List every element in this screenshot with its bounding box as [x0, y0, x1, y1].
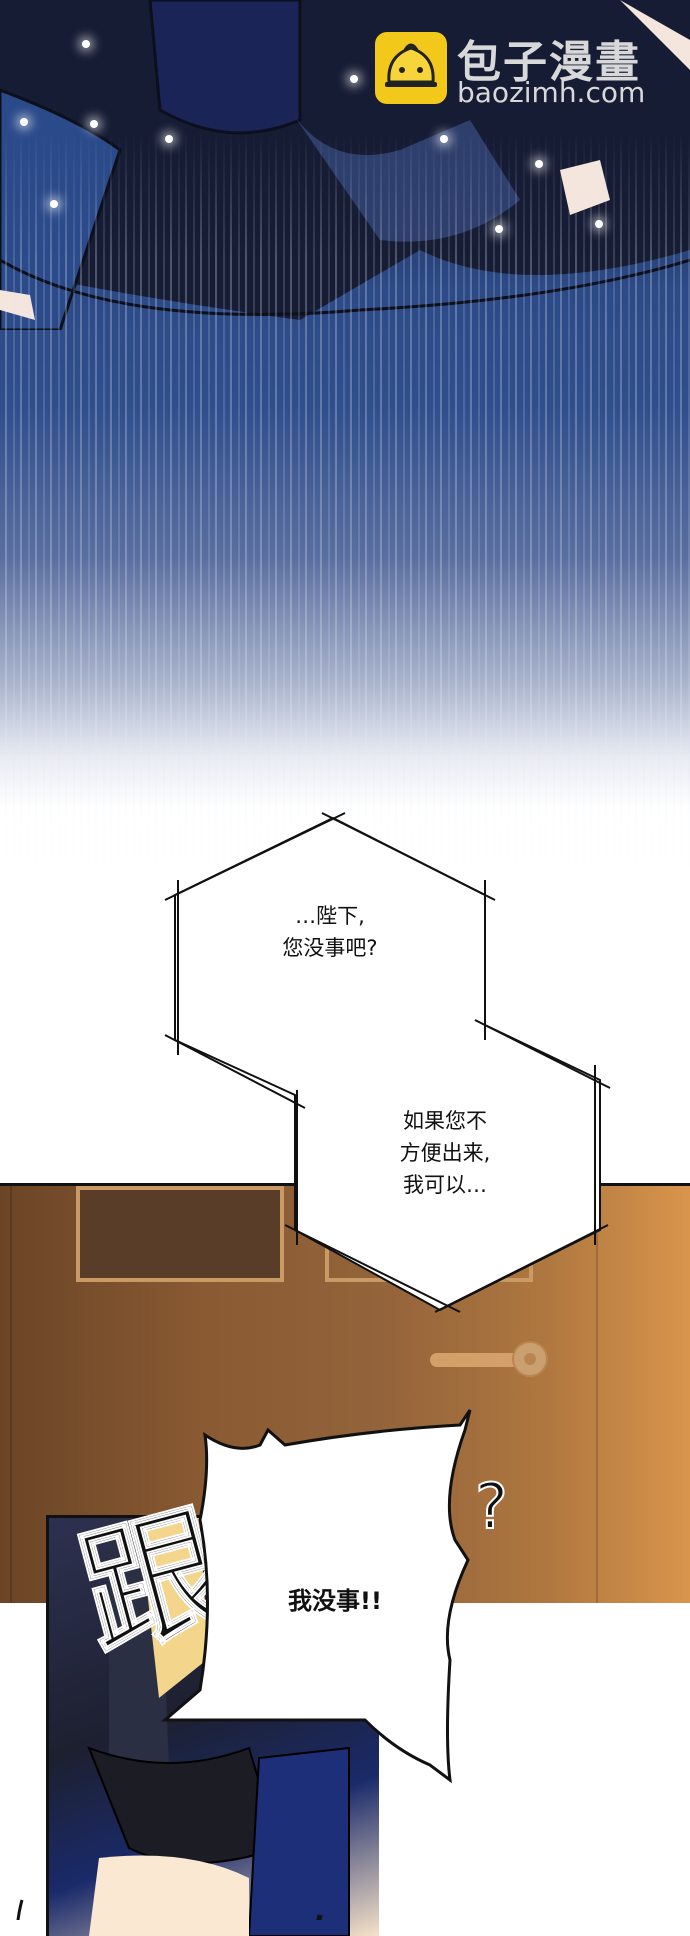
sparkle: [440, 135, 448, 143]
speech-bubble-2: 如果您不 方便出来, 我可以…: [355, 1105, 535, 1201]
watermark: 包子漫畫 baozimh.com: [375, 32, 675, 112]
door-inset-left: [76, 1186, 284, 1282]
door-handle: [430, 1341, 548, 1377]
sparkle: [495, 225, 503, 233]
steamed-bun-icon: [375, 32, 447, 104]
night-scene-panel: [0, 0, 690, 900]
watermark-title: 包子漫畫: [457, 37, 641, 88]
rain-lines: [0, 0, 690, 900]
door-edge: [596, 1186, 598, 1603]
watermark-url: baozimh.com: [457, 76, 646, 109]
bubble-line: 方便出来,: [399, 1141, 491, 1165]
sparkle: [50, 200, 58, 208]
bubble-line: 我没事!!: [288, 1587, 382, 1615]
character-figure: [87, 1518, 350, 1936]
sparkle: [350, 75, 358, 83]
bubble-line: 我可以…: [403, 1173, 487, 1197]
speech-bubble-1: …陛下, 您没事吧?: [230, 900, 430, 964]
sparkle: [595, 220, 603, 228]
sparkle: [82, 40, 90, 48]
sparkle: [165, 135, 173, 143]
door-edge: [10, 1186, 12, 1603]
motion-lines: [16, 1899, 323, 1920]
sfx-startle: ?: [474, 1469, 509, 1544]
bubble-line: …陛下,: [295, 904, 365, 928]
bubble-line: 您没事吧?: [282, 936, 378, 960]
shout-text: 我没事!!: [250, 1585, 420, 1617]
sparkle: [90, 120, 98, 128]
sparkle: [20, 118, 28, 126]
bubble-line: 如果您不: [403, 1109, 487, 1133]
sparkle: [535, 160, 543, 168]
